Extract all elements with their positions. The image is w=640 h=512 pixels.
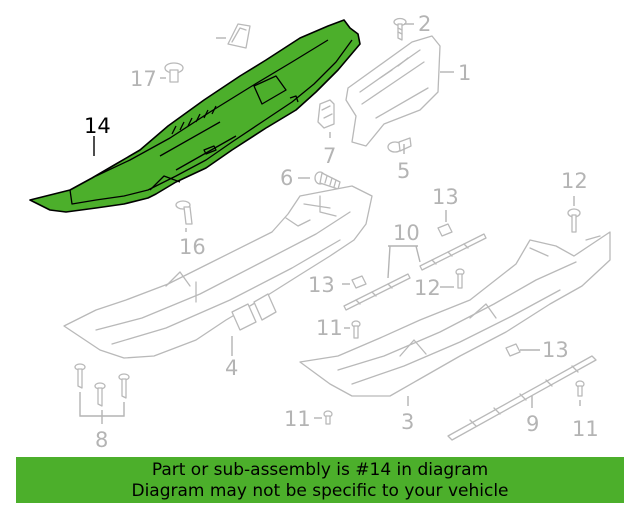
part-8-bolts[interactable] (74, 363, 130, 407)
leader-lines (79, 23, 581, 424)
part-10-brackets[interactable] (343, 233, 487, 311)
callout-11-low: 11 (284, 407, 311, 431)
callout-9: 9 (526, 412, 539, 436)
callout-13-low: 13 (542, 338, 569, 362)
callout-12-top: 12 (561, 169, 588, 193)
part-1-end-cap[interactable] (345, 35, 441, 147)
part-11-bolts[interactable] (323, 320, 585, 425)
callout-labels: 2 1 5 7 6 16 17 14 13 12 10 13 12 11 4 1… (84, 12, 599, 452)
callout-8: 8 (95, 428, 108, 452)
callout-3: 3 (401, 410, 414, 434)
part-7-bracket[interactable] (317, 99, 335, 129)
part-3-frame[interactable] (299, 231, 611, 397)
callout-4: 4 (225, 356, 238, 380)
part-13-clips[interactable] (351, 223, 521, 357)
part-5-clip[interactable] (387, 137, 412, 153)
callout-10: 10 (393, 221, 420, 245)
callout-13-mid: 13 (308, 273, 335, 297)
callout-5: 5 (397, 159, 410, 183)
part-4-frame[interactable] (63, 185, 373, 359)
callout-6: 6 (280, 166, 293, 190)
callout-12-mid: 12 (414, 276, 441, 300)
callout-1: 1 (458, 61, 471, 85)
banner-line-2: Diagram may not be specific to your vehi… (131, 481, 509, 501)
part-16-rivet[interactable] (164, 62, 184, 83)
callout-11-mid: 11 (316, 316, 343, 340)
callout-7: 7 (323, 144, 336, 168)
info-banner: Part or sub-assembly is #14 in diagram D… (16, 457, 624, 503)
parts-diagram: 2 1 5 7 6 16 17 14 13 12 10 13 12 11 4 1… (29, 12, 611, 452)
callout-2: 2 (418, 12, 431, 36)
part-14-step-bumper[interactable] (29, 19, 361, 213)
callout-14: 14 (84, 114, 111, 138)
callout-13-top: 13 (432, 185, 459, 209)
callout-16: 17 (130, 67, 157, 91)
part-9-strip[interactable] (447, 355, 597, 441)
part-17-pad[interactable] (227, 23, 251, 49)
callout-11-right: 11 (572, 417, 599, 441)
part-15-bolt[interactable] (175, 200, 193, 225)
part-12-bolts[interactable] (455, 208, 581, 289)
callout-15: 16 (179, 235, 206, 259)
banner-line-1: Part or sub-assembly is #14 in diagram (151, 460, 489, 480)
part-2-bolt[interactable] (393, 17, 407, 41)
part-6-bolt[interactable] (314, 171, 341, 190)
